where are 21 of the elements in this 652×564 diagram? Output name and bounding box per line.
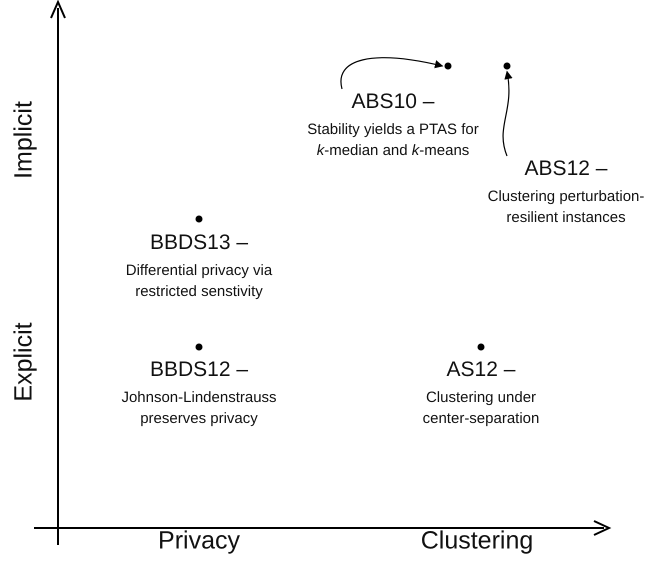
paper-description: Clustering under center-separation [422, 388, 540, 429]
paper-description: Differential privacy via restricted senstivity [124, 261, 274, 302]
data-point [504, 62, 510, 70]
axis-label: Implicit [10, 101, 38, 179]
paper-label: ABS12 – [524, 156, 608, 182]
data-point [196, 216, 202, 222]
axis-label: Privacy [158, 526, 240, 556]
paper-description: Johnson-Lindenstrauss preserves privacy [120, 388, 278, 429]
curved-arrow [340, 57, 444, 90]
axis-label: Clustering [420, 526, 534, 556]
data-point [444, 62, 452, 70]
paper-label: ABS10 – [352, 89, 434, 115]
data-point [196, 344, 202, 350]
paper-description: Clustering perturbation-resilient instances [486, 187, 646, 228]
axis-label: Explicit [10, 322, 38, 402]
paper-label: AS12 – [446, 357, 516, 383]
curved-arrow [502, 70, 512, 156]
paper-description: Stability yields a PTAS for k-median and k-means [306, 120, 480, 161]
data-point [478, 344, 484, 350]
paper-label: BBDS12 – [150, 357, 248, 383]
paper-label: BBDS13 – [150, 230, 248, 256]
